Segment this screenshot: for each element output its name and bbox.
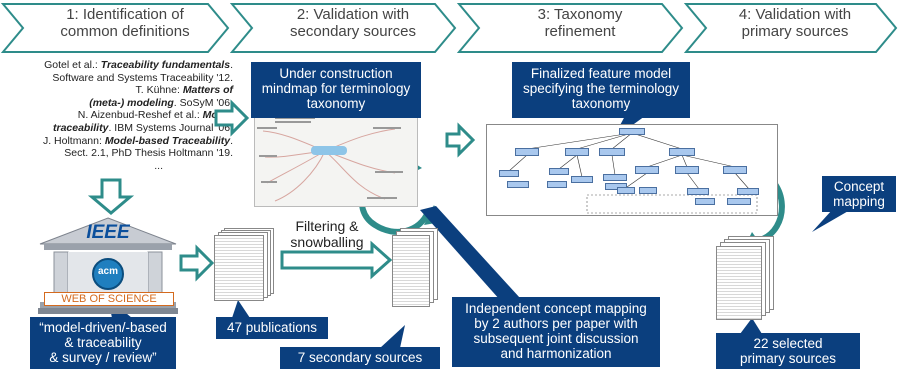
database-building: IEEE acm WEB OF SCIENCE <box>38 216 178 316</box>
phase-chevrons <box>0 3 898 53</box>
reference-line: J. Holtmann: Model-based Traceability. <box>42 134 233 147</box>
reference-line: traceability. IBM Systems Journal '06. <box>52 121 233 134</box>
right-arrow-mindmap-to-model <box>445 122 476 158</box>
fm-node <box>547 181 567 188</box>
reference-line: Gotel et al.: Traceability fundamentals. <box>44 59 233 71</box>
secondary-sources-callout: 7 secondary sources <box>280 347 440 369</box>
fm-node <box>669 148 695 156</box>
fm-node <box>499 170 519 177</box>
fm-node <box>635 166 659 174</box>
reference-line: (meta-) modeling. SoSyM '06. <box>89 96 233 109</box>
fm-node <box>549 168 569 175</box>
feature-model-screenshot <box>486 124 778 216</box>
fm-node <box>675 166 699 174</box>
acm-logo: acm <box>97 266 118 277</box>
right-arrow-filtering <box>280 240 393 280</box>
pubs-pointer <box>232 300 250 318</box>
fm-node <box>727 198 751 205</box>
fm-node <box>507 181 529 188</box>
ieee-logo: IEEE <box>86 222 130 243</box>
fm-node <box>605 183 627 190</box>
publications-callout: 47 publications <box>216 317 328 339</box>
reference-line: T. Kühne: Matters of <box>135 84 233 97</box>
fm-node <box>723 166 747 174</box>
secondary-stack <box>392 228 438 308</box>
fm-node <box>737 188 759 195</box>
mindmap-screenshot <box>254 112 418 207</box>
fm-node <box>687 188 709 195</box>
right-arrow-refs-to-mindmap <box>214 99 250 137</box>
search-query-callout: “model-driven/-based& traceability& surv… <box>30 317 176 369</box>
fm-node <box>565 148 589 156</box>
reference-line: Sect. 2.1, PhD Thesis Holtmann '19. <box>64 147 233 160</box>
phase-2-chevron <box>229 3 457 53</box>
publications-stack <box>214 228 276 301</box>
phase-4-chevron <box>683 3 898 53</box>
concept-pointer <box>812 210 850 232</box>
reference-line: Software and Systems Traceability '12. <box>52 71 233 84</box>
phase-1-chevron <box>0 3 230 53</box>
reference-line: ... <box>154 159 163 172</box>
feature-model-edges <box>508 132 758 214</box>
filtering-label: Filtering &snowballing <box>290 218 364 250</box>
fm-node <box>619 128 645 135</box>
fm-node <box>515 148 539 156</box>
right-arrow-db-to-pubs <box>179 244 215 282</box>
phase-3-chevron <box>456 3 684 53</box>
down-arrow <box>87 178 135 215</box>
fm-node <box>599 148 625 156</box>
fm-node <box>603 174 627 181</box>
fm-node <box>639 187 657 194</box>
primary-stack <box>716 236 778 320</box>
fm-node <box>571 176 593 183</box>
fm-node <box>695 198 715 205</box>
primary-pointer <box>740 318 762 334</box>
independent-pointer <box>420 206 520 300</box>
fm-node <box>617 187 635 194</box>
secondary-pointer <box>380 325 405 348</box>
wos-logo: WEB OF SCIENCE <box>44 292 174 306</box>
mindmap-graphic <box>255 113 417 206</box>
